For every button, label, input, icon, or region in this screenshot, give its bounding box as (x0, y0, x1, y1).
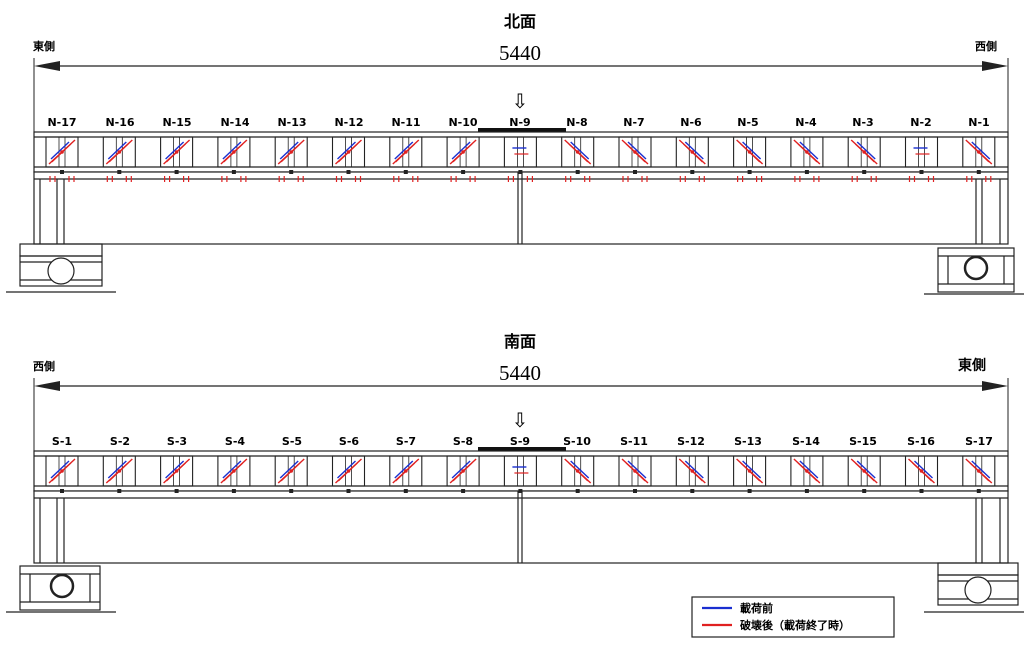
south-crack-panels (45, 455, 996, 493)
north-label-n14: N-14 (220, 116, 249, 129)
south-loading-plate (478, 447, 566, 451)
south-label-s4: S-4 (225, 435, 245, 448)
north-crack-panels (45, 136, 996, 182)
south-panel-9 (503, 455, 537, 493)
south-left-side-label: 西側 (33, 359, 55, 373)
north-panel-4 (217, 136, 251, 174)
south-panel-17 (962, 455, 996, 493)
north-label-n17: N-17 (47, 116, 76, 129)
north-label-n12: N-12 (334, 116, 363, 129)
south-label-s17: S-17 (965, 435, 993, 448)
north-left-side-label: 東側 (33, 39, 55, 53)
north-right-support-pin (924, 247, 1024, 295)
north-label-n13: N-13 (277, 116, 306, 129)
south-label-s6: S-6 (339, 435, 359, 448)
north-title: 北面 (504, 12, 536, 31)
south-panel-12 (675, 455, 709, 493)
north-label-n11: N-11 (391, 116, 420, 129)
south-label-s5: S-5 (282, 435, 302, 448)
north-panel-13 (733, 136, 767, 174)
north-panel-17 (962, 136, 996, 174)
south-panel-3 (160, 455, 194, 493)
south-left-support-pin (6, 565, 116, 613)
north-label-n7: N-7 (623, 116, 644, 129)
south-dimension-line (33, 378, 1009, 460)
legend: 載荷前 破壊後（載荷終了時） (691, 596, 895, 638)
north-gauge-ticks (49, 176, 992, 182)
south-panel-10 (561, 455, 595, 493)
north-panel-5 (274, 136, 308, 174)
north-panel-2 (102, 136, 136, 174)
south-label-s8: S-8 (453, 435, 473, 448)
north-elevation: 北面 東側 西側 5440 ⇩ N-17 N-16 N-15 N-14 N-13… (6, 12, 1024, 295)
south-label-s16: S-16 (907, 435, 935, 448)
south-title: 南面 (504, 332, 536, 351)
north-panel-9 (503, 136, 537, 174)
north-label-n3: N-3 (852, 116, 873, 129)
south-panel-14 (790, 455, 824, 493)
south-label-s11: S-11 (620, 435, 648, 448)
north-panel-15 (847, 136, 881, 174)
north-label-n6: N-6 (680, 116, 702, 129)
south-panel-4 (217, 455, 251, 493)
south-panel-11 (618, 455, 652, 493)
south-label-s9: S-9 (510, 435, 530, 448)
north-dimension-line (33, 58, 1009, 140)
south-panel-13 (733, 455, 767, 493)
legend-after-label: 破壊後（載荷終了時） (740, 618, 850, 632)
south-label-s14: S-14 (792, 435, 820, 448)
north-label-n15: N-15 (162, 116, 191, 129)
south-panel-15 (847, 455, 881, 493)
south-beam (33, 450, 1009, 564)
north-specimen-labels: N-17 N-16 N-15 N-14 N-13 N-12 N-11 N-10 … (47, 116, 989, 129)
north-panel-1 (45, 136, 79, 174)
north-panel-11 (618, 136, 652, 174)
north-label-n4: N-4 (795, 116, 817, 129)
south-label-s10: S-10 (563, 435, 591, 448)
south-panel-7 (389, 455, 423, 493)
north-loading-plate (478, 128, 566, 132)
north-panel-16 (904, 136, 939, 174)
south-label-s12: S-12 (677, 435, 705, 448)
south-panel-5 (274, 455, 308, 493)
north-panel-7 (389, 136, 423, 174)
south-label-s2: S-2 (110, 435, 130, 448)
south-elevation: 南面 西側 東側 5440 ⇩ S-1 S-2 S-3 S-4 S-5 S-6 … (6, 332, 1024, 613)
south-panel-8 (446, 455, 480, 493)
south-label-s7: S-7 (396, 435, 416, 448)
north-panel-6 (331, 136, 366, 174)
north-label-n10: N-10 (448, 116, 477, 129)
south-label-s1: S-1 (52, 435, 72, 448)
south-specimen-labels: S-1 S-2 S-3 S-4 S-5 S-6 S-7 S-8 S-9 S-10… (52, 435, 993, 448)
north-label-n8: N-8 (566, 116, 587, 129)
north-panel-14 (790, 136, 824, 174)
south-right-support-roller (924, 562, 1024, 613)
north-left-support-roller (6, 243, 116, 293)
north-label-n16: N-16 (105, 116, 134, 129)
north-right-side-label: 西側 (975, 39, 997, 53)
south-load-arrow: ⇩ (512, 408, 529, 432)
south-right-side-label: 東側 (958, 357, 986, 374)
south-panel-6 (331, 455, 366, 493)
north-panel-8 (446, 136, 480, 174)
north-panel-12 (675, 136, 709, 174)
south-panel-1 (45, 455, 79, 493)
south-panel-16 (904, 455, 939, 493)
south-dimension-value: 5440 (499, 361, 541, 385)
north-label-n2: N-2 (910, 116, 931, 129)
south-panel-2 (102, 455, 136, 493)
north-panel-3 (160, 136, 194, 174)
legend-box (691, 596, 895, 638)
south-label-s3: S-3 (167, 435, 187, 448)
legend-before-label: 載荷前 (740, 601, 773, 615)
south-label-s15: S-15 (849, 435, 877, 448)
north-panel-10 (561, 136, 595, 174)
north-label-n1: N-1 (968, 116, 989, 129)
north-dimension-value: 5440 (499, 41, 541, 65)
north-load-arrow: ⇩ (512, 89, 529, 113)
north-label-n9: N-9 (509, 116, 530, 129)
south-label-s13: S-13 (734, 435, 762, 448)
north-label-n5: N-5 (737, 116, 758, 129)
